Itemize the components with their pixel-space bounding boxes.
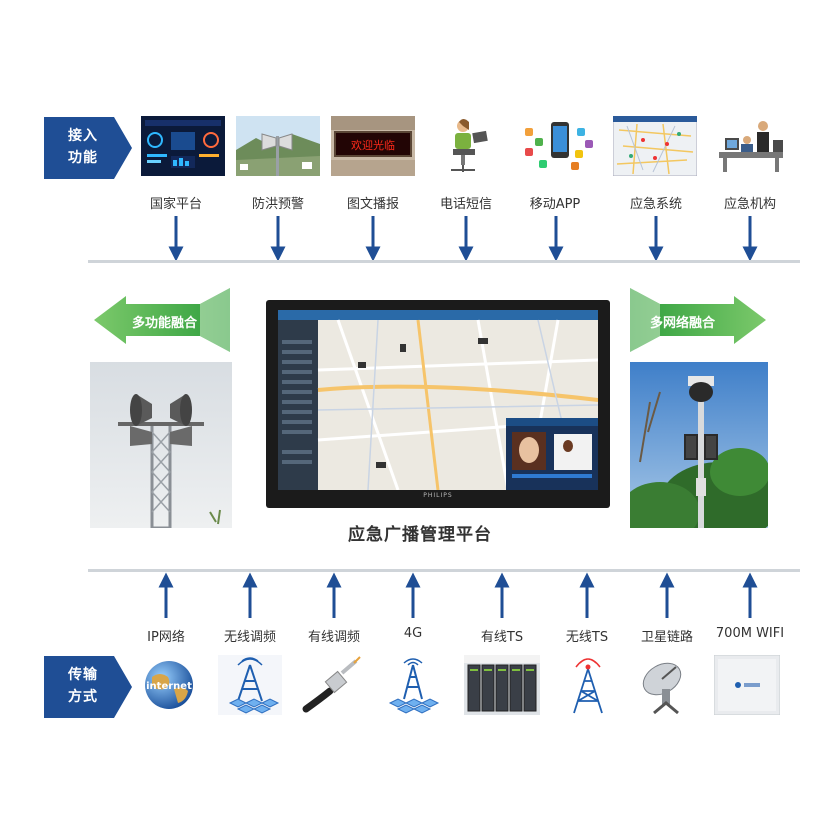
transport-badge: 传输 方式: [44, 656, 132, 718]
badge-shape-icon: [44, 117, 132, 179]
dashboard-screen-icon: [141, 116, 225, 176]
speaker-tower-photo: [90, 362, 232, 528]
flood-speaker-icon: [236, 116, 320, 176]
monitor-frame: PHILIPS: [266, 300, 610, 508]
monitor-brand: PHILIPS: [423, 492, 453, 499]
mobile-app-icon: [517, 116, 601, 176]
access-label-system: 应急系统: [629, 197, 682, 212]
badge-shape-icon: [44, 656, 132, 718]
left-ribbon-label: 多功能融合: [132, 316, 198, 331]
led-sign-icon: 欢迎光临: [331, 116, 415, 176]
4g-tower-icon: [382, 655, 444, 715]
access-label-broadcast: 图文播报: [346, 197, 399, 212]
map-system-icon: [613, 116, 697, 176]
up-arrows: [158, 572, 758, 618]
transport-label-ip: IP网络: [147, 630, 185, 645]
platform-title: 应急广播管理平台: [348, 525, 492, 545]
transport-badge-line1: 传输: [68, 667, 98, 683]
svg-text:欢迎光临: 欢迎光临: [351, 138, 395, 152]
transport-label-fm-wired: 有线调频: [307, 630, 360, 645]
transport-label-ts-wired: 有线TS: [480, 630, 524, 645]
transport-label-4g: 4G: [403, 626, 423, 641]
top-divider: [88, 260, 800, 263]
wireless-tower-icon: [560, 655, 616, 715]
coax-cable-icon: [300, 655, 364, 715]
access-label-flood: 防洪预警: [251, 197, 304, 212]
internet-globe-icon: internet: [138, 655, 200, 715]
transport-label-ts-wireless: 无线TS: [565, 630, 609, 645]
down-arrows: [168, 216, 758, 262]
transport-label-wifi: 700M WIFI: [715, 626, 785, 641]
transport-badge-line2: 方式: [68, 689, 98, 705]
screen-map: [278, 310, 598, 490]
camera-pole-photo: [630, 362, 768, 528]
phone-operator-icon: [427, 116, 511, 176]
access-badge-line2: 功能: [68, 150, 98, 166]
satellite-dish-icon: [638, 655, 694, 715]
access-badge-line1: 接入: [68, 128, 98, 144]
access-label-national: 国家平台: [149, 197, 202, 212]
wifi-device-icon: [714, 655, 780, 715]
command-center-icon: [711, 116, 795, 176]
platform-screen: [278, 310, 598, 490]
svg-text:internet: internet: [146, 681, 192, 692]
transport-label-satellite: 卫星链路: [640, 630, 693, 645]
left-ribbon-arrow-icon: [94, 288, 230, 352]
right-ribbon-label: 多网络融合: [650, 316, 716, 331]
fm-tower-icon: [218, 655, 282, 715]
access-badge: 接入 功能: [44, 117, 132, 179]
right-ribbon-arrow-icon: [630, 288, 766, 352]
access-label-agency: 应急机构: [723, 197, 776, 212]
access-label-phone: 电话短信: [439, 197, 492, 212]
bottom-divider: [88, 569, 800, 572]
server-rack-icon: [464, 655, 540, 715]
access-label-app: 移动APP: [529, 197, 581, 212]
transport-label-fm-wireless: 无线调频: [223, 630, 276, 645]
